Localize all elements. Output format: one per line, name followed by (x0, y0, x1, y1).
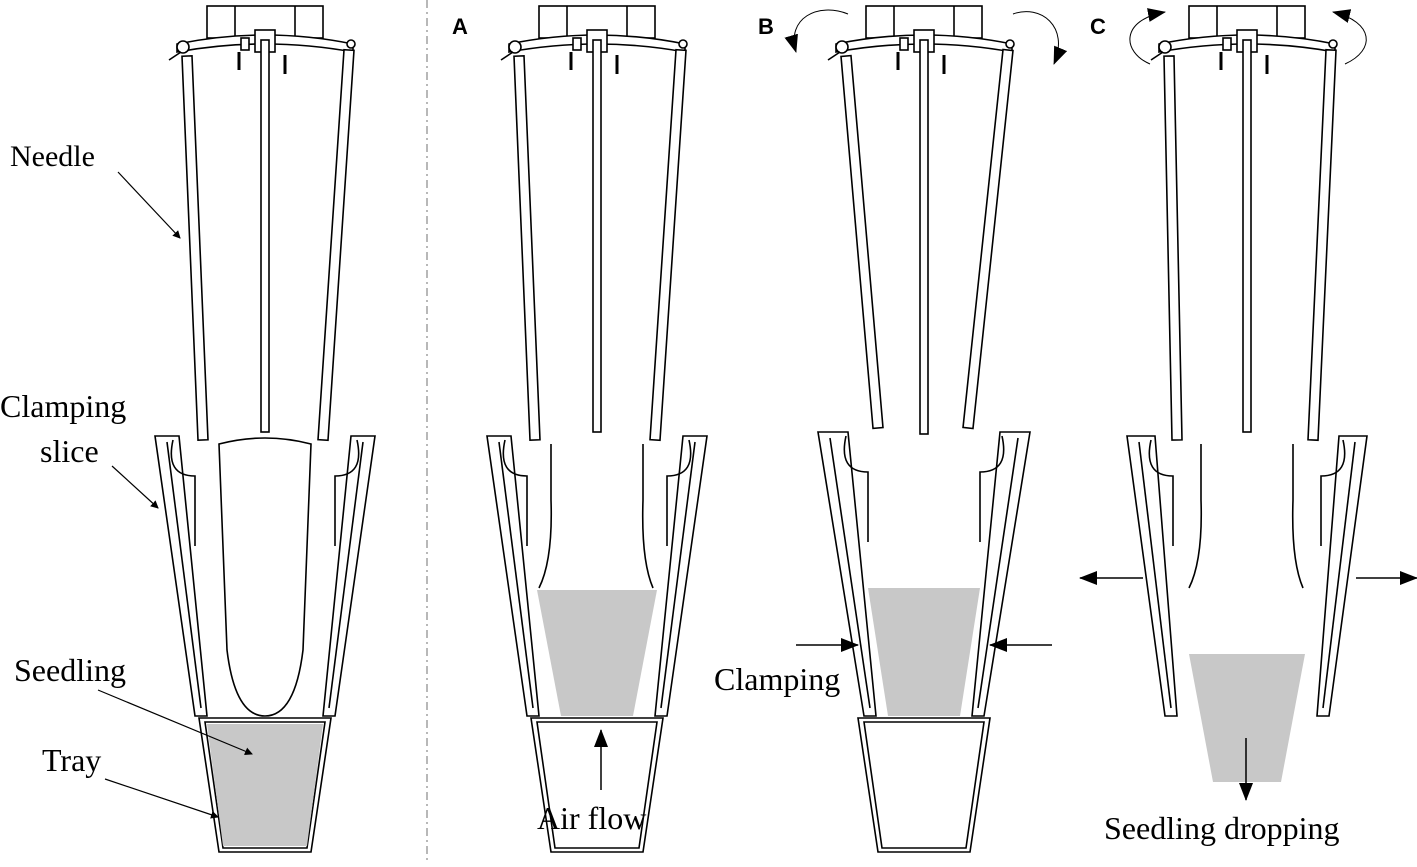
mechanism-a (486, 5, 708, 853)
clamping-slice-label-line2: slice (40, 433, 99, 469)
clamping-label: Clamping (714, 661, 840, 697)
bracket-left (1148, 439, 1174, 546)
needle-right (1307, 48, 1337, 442)
right-pivot (678, 39, 688, 49)
seedling-plug (537, 590, 657, 716)
air-flow-label: Air flow (537, 800, 646, 836)
tray-cup (857, 717, 991, 853)
bracket-left (502, 439, 528, 546)
bracket-left (843, 435, 869, 542)
rotation-arrow-b-left (784, 9, 849, 53)
seedling-dropping-label: Seedling dropping (1104, 810, 1340, 846)
seedling-plug (1189, 654, 1305, 782)
needle-right (962, 48, 1014, 430)
seedling-leader (97, 689, 253, 756)
tray-seedling (207, 724, 323, 846)
needle-right (317, 48, 355, 442)
clamping-slice-left (1126, 435, 1178, 717)
bracket-right (1320, 439, 1346, 546)
needle-left (513, 54, 541, 442)
right-pivot (346, 39, 356, 49)
clamping-slice-left (817, 431, 877, 717)
left-pivot (508, 40, 522, 54)
seedling-label: Seedling (14, 652, 126, 688)
center-rod (1242, 39, 1252, 433)
center-rod (592, 39, 602, 433)
left-pivot (1158, 40, 1172, 54)
needle-left (840, 54, 884, 430)
bracket-left (170, 439, 196, 546)
left-pivot (835, 40, 849, 54)
clamping-slice-left (154, 435, 208, 717)
center-rod (260, 39, 270, 433)
clamping-slice-right (654, 435, 708, 717)
clamping-slice-left (486, 435, 540, 717)
tray-label: Tray (42, 742, 101, 778)
seedling-column (218, 437, 312, 717)
right-pivot (1005, 39, 1015, 49)
mechanism-b (817, 5, 1031, 853)
panel-label-a: A (452, 14, 468, 39)
needle-left (1163, 55, 1183, 441)
panel-label-b: B (758, 14, 774, 39)
center-rod (919, 39, 929, 435)
clamping-slice-label-line1: Clamping (0, 388, 126, 424)
panel-label-c: C (1090, 14, 1106, 39)
seedling-plug (868, 588, 980, 716)
clamping-slice-leader (111, 465, 159, 509)
mechanism-drawings (154, 5, 1368, 853)
clamping-slice-right (1316, 435, 1368, 717)
needle-label: Needle (10, 140, 95, 173)
mechanism-c (1126, 5, 1368, 782)
needle-right (649, 48, 687, 442)
rotation-arrow-c-left (1129, 8, 1166, 65)
clamping-slice-right (322, 435, 376, 717)
bracket-right (979, 435, 1005, 542)
tray-leader (104, 778, 219, 819)
needle-leader (117, 171, 181, 239)
bracket-right (334, 439, 360, 546)
clamping-slice-right (971, 431, 1031, 717)
left-pivot (176, 40, 190, 54)
rotation-arrow-b-right (1012, 11, 1068, 65)
right-pivot (1328, 39, 1338, 49)
needle-left (181, 54, 209, 442)
rotation-arrow-c-right (1332, 9, 1367, 65)
bracket-right (666, 439, 692, 546)
mechanism-reference (154, 5, 376, 853)
tray-cup (530, 717, 664, 853)
